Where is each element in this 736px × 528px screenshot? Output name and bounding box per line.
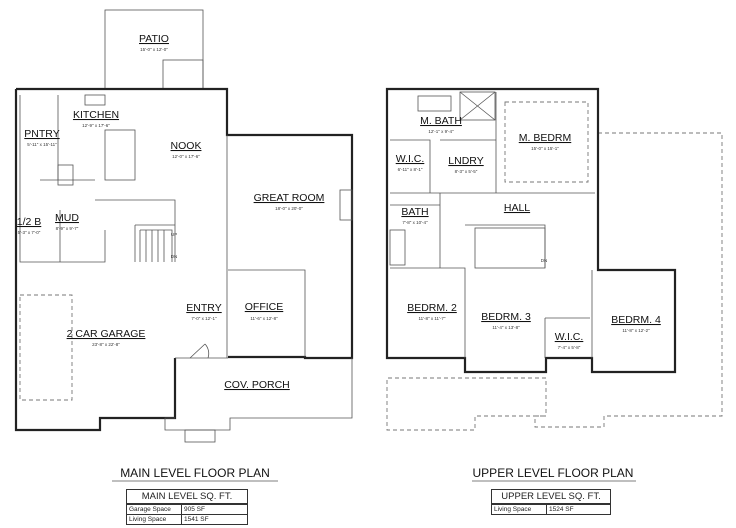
room-name-entry: ENTRY xyxy=(186,302,221,314)
room-name-m-bedrm: M. BEDRM xyxy=(519,132,572,144)
living-space-value: 1541 SF xyxy=(184,516,209,523)
room-dims-bath: 7'-8" x 10'-4" xyxy=(402,220,428,225)
upper-sqft-header: UPPER LEVEL SQ. FT. xyxy=(492,490,610,504)
room-dims-mud: 8'-9" x 9'-7" xyxy=(56,226,79,231)
main-sqft-header: MAIN LEVEL SQ. FT. xyxy=(127,490,247,504)
room-dims-half-bath: 5'-3" x 7'-0" xyxy=(18,230,41,235)
garage-space-value: 905 SF xyxy=(184,506,205,513)
room-name-hall: HALL xyxy=(504,202,530,214)
room-name-patio: PATIO xyxy=(139,33,169,45)
room-dims-entry: 7'-0" x 12'-1" xyxy=(191,316,217,321)
room-name-wic-bedrm-3: W.I.C. xyxy=(555,331,584,343)
room-name-nook: NOOK xyxy=(171,140,202,152)
room-labels-main: PATIO 15'-0" x 12'-0" KITCHEN 12'-9" x 1… xyxy=(17,33,325,391)
room-name-wic-master: W.I.C. xyxy=(396,153,425,165)
main-level-plan: PATIO 15'-0" x 12'-0" KITCHEN 12'-9" x 1… xyxy=(14,9,354,482)
fireplace xyxy=(339,189,353,221)
kitchen-island xyxy=(104,129,136,181)
room-name-porch: COV. PORCH xyxy=(224,379,290,391)
room-name-great-room: GREAT ROOM xyxy=(254,192,325,204)
room-dims-office: 11'-6" x 12'-8" xyxy=(250,316,278,321)
roof-below-outline xyxy=(386,132,723,431)
stair-up-note: UP xyxy=(171,232,177,237)
upper-stair-down-note: DN xyxy=(541,258,548,263)
main-interior-walls-2 xyxy=(19,95,176,263)
room-dims-great-room: 18'-0" x 20'-0" xyxy=(275,206,303,211)
room-dims-bedrm-3: 11'-4" x 13'-8" xyxy=(492,325,520,330)
porch-outline xyxy=(164,358,353,431)
stair-down-note: DN xyxy=(171,254,178,259)
room-dims-wic-master: 6'-11" x 8'-1" xyxy=(398,167,423,172)
room-name-kitchen: KITCHEN xyxy=(73,109,119,121)
room-name-laundry: LNDRY xyxy=(448,155,483,167)
upper-level-plan: M. BATH 12'-1" x 9'-4" M. BEDRM 15'-0" x… xyxy=(385,87,723,482)
room-dims-wic-bedrm-3: 7'-4" x 5'-8" xyxy=(558,345,581,350)
room-dims-laundry: 8'-3" x 5'-5" xyxy=(455,169,478,174)
room-name-bedrm-4: BEDRM. 4 xyxy=(611,314,661,326)
living-space-label: Living Space xyxy=(127,515,182,524)
garage-space-label: Garage Space xyxy=(127,505,182,514)
shower-x xyxy=(459,91,496,121)
table-row: Garage Space 905 SF xyxy=(127,504,247,514)
m-bedrm-tray-ceiling xyxy=(504,101,589,183)
upper-interior-walls xyxy=(390,92,595,358)
bathtub xyxy=(417,95,452,112)
room-dims-m-bath: 12'-1" x 9'-4" xyxy=(428,129,454,134)
table-row: Living Space 1541 SF xyxy=(127,514,247,524)
main-interior-walls xyxy=(175,135,306,359)
room-labels-upper: M. BATH 12'-1" x 9'-4" M. BEDRM 15'-0" x… xyxy=(396,115,661,350)
room-dims-pantry: 5'-11" x 15'-11" xyxy=(27,142,57,147)
room-name-bath: BATH xyxy=(401,206,428,218)
upper-living-space-label: Living Space xyxy=(492,505,547,514)
hall-bathtub xyxy=(389,229,406,266)
room-name-garage: 2 CAR GARAGE xyxy=(67,328,146,340)
main-exterior-walls xyxy=(14,87,354,432)
room-dims-nook: 12'-0" x 17'-6" xyxy=(172,154,200,159)
room-name-pantry: PNTRY xyxy=(24,128,59,140)
room-name-bedrm-3: BEDRM. 3 xyxy=(481,311,531,323)
room-name-office: OFFICE xyxy=(245,301,284,313)
room-dims-bedrm-4: 11'-8" x 12'-2" xyxy=(622,328,650,333)
room-name-mud: MUD xyxy=(55,212,79,224)
room-dims-kitchen: 12'-9" x 17'-6" xyxy=(82,123,110,128)
table-row: Living Space 1524 SF xyxy=(492,504,610,514)
stair-treads xyxy=(139,230,165,262)
patio-steps xyxy=(162,59,204,90)
room-dims-m-bedrm: 15'-0" x 15'-1" xyxy=(531,146,559,151)
shower xyxy=(459,91,496,121)
garage-parking-outline xyxy=(19,294,73,401)
upper-plan-title: UPPER LEVEL FLOOR PLAN xyxy=(473,466,634,480)
room-name-bedrm-2: BEDRM. 2 xyxy=(407,302,457,314)
room-dims-garage: 23'-8" x 22'-8" xyxy=(92,342,120,347)
room-dims-patio: 15'-0" x 12'-0" xyxy=(140,47,168,52)
upper-sqft-table: UPPER LEVEL SQ. FT. Living Space 1524 SF xyxy=(491,489,611,515)
room-name-half-bath: 1/2 B xyxy=(17,216,42,228)
upper-living-space-value: 1524 SF xyxy=(549,506,574,513)
entry-door xyxy=(189,343,210,359)
porch-steps xyxy=(184,429,216,443)
main-sqft-table: MAIN LEVEL SQ. FT. Garage Space 905 SF L… xyxy=(126,489,248,525)
upper-stairs xyxy=(474,227,546,269)
fridge xyxy=(57,164,74,186)
room-dims-bedrm-2: 11'-8" x 11'-7" xyxy=(418,316,445,321)
room-name-m-bath: M. BATH xyxy=(420,115,462,127)
stairs xyxy=(134,224,175,262)
main-plan-title: MAIN LEVEL FLOOR PLAN xyxy=(120,466,270,480)
kitchen-sink xyxy=(84,94,106,106)
